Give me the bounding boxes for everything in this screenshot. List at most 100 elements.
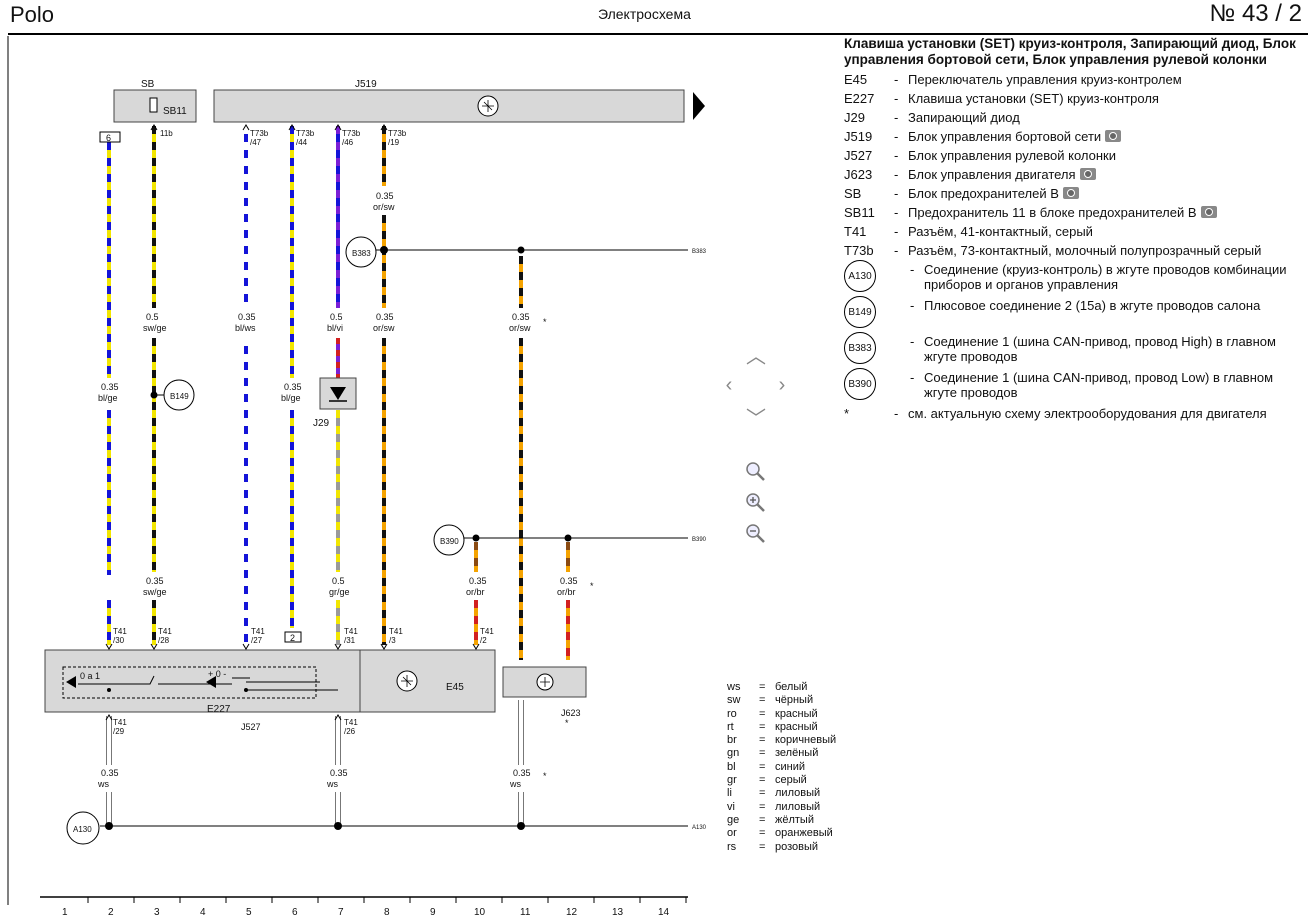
e45-label: E45 [446, 682, 464, 693]
page-header: Polo Электросхема № 43 / 2 [0, 0, 1312, 35]
pin-label: /2 [480, 636, 487, 645]
j519-label: J519 [355, 79, 377, 90]
legend-code: T73b [844, 243, 874, 258]
color-entry: li=лиловый [727, 787, 821, 800]
j623-label: J623 [561, 708, 581, 718]
column-number: 13 [612, 907, 624, 918]
camera-icon[interactable] [1079, 168, 1096, 180]
column-number: 4 [200, 907, 206, 918]
wire-color-label: sw/ge [143, 587, 167, 597]
column-number: 10 [474, 907, 486, 918]
pin-label: /26 [344, 727, 356, 736]
connection-a130 [66, 811, 100, 845]
junction-dot [105, 822, 113, 830]
legend-connection: B149 - Плюсовое соединение 2 (15a) в жгу… [844, 296, 1304, 328]
junction-dot [380, 246, 388, 254]
junction-dot [472, 534, 480, 542]
wire-size-label: 0.35 [512, 312, 530, 322]
wire-color-label: bl/ge [98, 393, 118, 403]
connection-circle-icon: A130 [844, 260, 876, 292]
svg-text:A130: A130 [692, 825, 707, 831]
svg-text:*: * [565, 718, 569, 728]
svg-text:*: * [543, 771, 547, 781]
wire-color-label: bl/ge [281, 393, 301, 403]
column-number: 3 [154, 907, 160, 918]
color-entry: rt=красный [727, 720, 818, 733]
svg-text:*: * [543, 317, 547, 327]
legend-item: SB11 - Предохранитель 11 в блоке предохр… [844, 205, 1304, 220]
e227-switch [62, 666, 317, 699]
column-number: 2 [108, 907, 114, 918]
color-entry: gn=зелёный [727, 747, 819, 760]
pin-label: /19 [388, 138, 400, 147]
legend-code: E45 [844, 72, 868, 87]
pin-label: /31 [344, 636, 356, 645]
camera-icon[interactable] [1062, 187, 1079, 199]
pin-label: T41 [113, 718, 127, 727]
wire-color-label: or/sw [373, 323, 395, 333]
zoom-out-icon[interactable] [744, 522, 766, 544]
pin-mark [105, 643, 113, 650]
pin-label: T41 [389, 627, 403, 636]
camera-icon[interactable] [1105, 130, 1122, 142]
legend-item: J519 - Блок управления бортовой сети [844, 129, 1304, 144]
legend-code: J29 [844, 110, 865, 125]
legend-text: Переключатель управления круиз-контролем [908, 72, 1182, 87]
fuse-symbol [149, 97, 158, 113]
zoom-in-icon[interactable] [744, 491, 766, 513]
wire-size-label: 0.35 [376, 312, 394, 322]
legend-code: T41 [844, 224, 867, 239]
svg-text:B383: B383 [352, 249, 371, 258]
pin-label: T41 [344, 718, 358, 727]
svg-text:B390: B390 [440, 537, 459, 546]
pin-label: T73b [250, 129, 269, 138]
wire-size-label: 0.5 [146, 312, 159, 322]
wire-size-label: 0.5 [332, 576, 345, 586]
wire-size-label: 0.35 [376, 191, 394, 201]
column-number: 12 [566, 907, 578, 918]
svg-text:B383: B383 [692, 249, 707, 255]
wire-color-label: or/br [466, 587, 485, 597]
pin-mark [380, 124, 388, 131]
connection-circle-icon: B383 [844, 332, 876, 364]
color-entry: or=оранжевый [727, 827, 833, 840]
column-number: 7 [338, 907, 344, 918]
legend-item: E227 - Клавиша установки (SET) круиз-кон… [844, 91, 1159, 106]
pan-right-icon[interactable]: › [778, 373, 786, 396]
pin-label: T41 [480, 627, 494, 636]
legend-code: J519 [844, 129, 873, 144]
pin-mark [150, 124, 158, 131]
pin-mark [380, 643, 388, 650]
pin-mark [242, 124, 250, 131]
junction-dot [564, 534, 572, 542]
color-entry: sw=чёрный [727, 694, 814, 707]
page-type: Электросхема [598, 6, 691, 22]
wire-size-label: 0.35 [101, 768, 119, 778]
wire-color-label: ws [509, 779, 521, 789]
legend-text: Блок управления бортовой сети [908, 129, 1102, 144]
column-number: 9 [430, 907, 436, 918]
pan-left-icon[interactable]: ‹ [725, 373, 733, 396]
color-entry: gr=серый [727, 774, 807, 787]
sb11-label: SB11 [163, 106, 187, 117]
legend-connection: A130 - Соединение (круиз-контроль) в жгу… [844, 260, 1304, 292]
pin-mark [334, 714, 342, 721]
legend-text: Предохранитель 11 в блоке предохранителе… [908, 205, 1197, 220]
pan-up-icon[interactable]: ︿ [746, 345, 766, 368]
column-number: 5 [246, 907, 252, 918]
pin-box-top [99, 131, 121, 143]
camera-icon[interactable] [1200, 206, 1217, 218]
legend-text: Блок предохранителей B [908, 186, 1059, 201]
pan-down-icon[interactable]: ﹀ [746, 407, 766, 430]
legend-footnote: * - см. актуальную схему электрооборудов… [844, 406, 1267, 421]
zoom-icon[interactable] [744, 460, 766, 482]
j527-block [44, 649, 496, 713]
legend-code: SB11 [844, 205, 875, 220]
legend-text: Блок управления двигателя [908, 167, 1076, 182]
legend-connection: B383 - Соединение 1 (шина CAN-привод, пр… [844, 332, 1304, 364]
legend-code: J623 [844, 167, 873, 182]
pin-label: T73b [388, 129, 407, 138]
legend-item: T73b - Разъём, 73-контактный, молочный п… [844, 243, 1262, 258]
